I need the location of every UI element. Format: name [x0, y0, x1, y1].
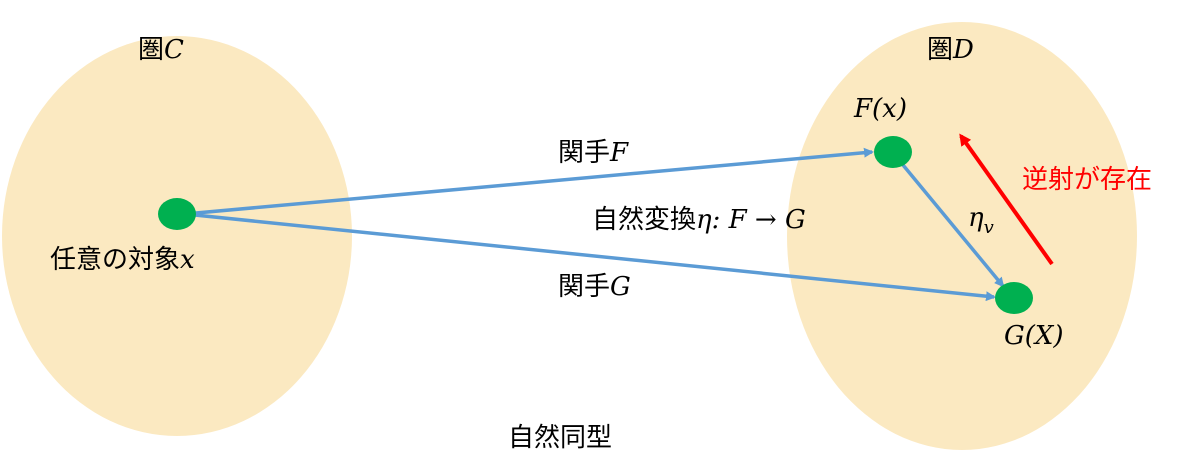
- gx-node: [995, 282, 1033, 314]
- component-arrow: [901, 163, 1005, 288]
- inverse-arrow: [959, 133, 1054, 266]
- functor-f-arrow: [184, 147, 874, 216]
- object-x-node: [158, 198, 196, 230]
- functor-g-label: 関手G: [558, 272, 631, 302]
- fx-label: F(x): [853, 94, 907, 124]
- component-label: ηv: [968, 203, 994, 238]
- fx-node: [874, 136, 912, 168]
- object-x-label: 任意の対象x: [50, 245, 195, 275]
- functor-f-label: 関手F: [558, 138, 629, 168]
- category-c-label: 圏C: [138, 35, 184, 65]
- category-c-ellipse: [2, 36, 352, 436]
- gx-label: G(X): [1004, 321, 1064, 351]
- transformation-label: 自然変換η: F → G: [592, 205, 806, 235]
- functor-g-arrow: [184, 212, 996, 302]
- footer-label: 自然同型: [508, 423, 612, 453]
- category-d-label: 圏D: [927, 35, 974, 65]
- inverse-label: 逆射が存在: [1022, 165, 1152, 195]
